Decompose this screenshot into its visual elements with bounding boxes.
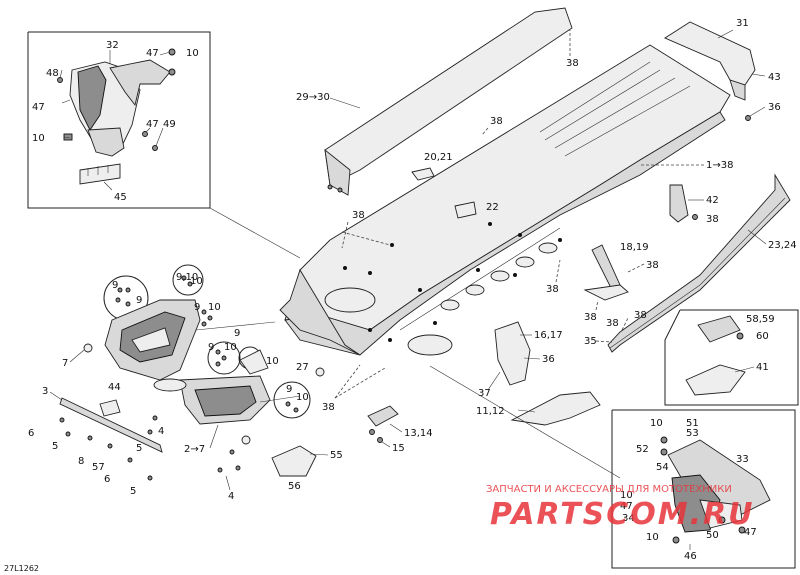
callout-29-30: 29→30 xyxy=(296,92,330,103)
callout-4: 4 xyxy=(158,426,164,437)
inset-rear-bracket-box xyxy=(611,409,796,569)
callout-16-17: 16,17 xyxy=(534,330,563,341)
inset-plate-box xyxy=(664,309,799,406)
callout-9: 9 xyxy=(112,280,118,291)
callout-23-24: 23,24 xyxy=(768,240,797,251)
callout-34: 34 xyxy=(622,513,635,524)
front-frame-assembly xyxy=(59,264,317,481)
callout-37: 37 xyxy=(478,388,491,399)
callout-10: 10 xyxy=(186,48,199,59)
callout-10: 10 xyxy=(32,133,45,144)
callout-3: 3 xyxy=(42,386,48,397)
callout-45: 45 xyxy=(114,192,127,203)
callout-7: 7 xyxy=(62,358,68,369)
callout-51: 51 xyxy=(686,418,699,429)
callout-32: 32 xyxy=(106,40,119,51)
callout-10: 10 xyxy=(650,418,663,429)
callout-38: 38 xyxy=(646,260,659,271)
callout-18-19: 18,19 xyxy=(620,242,649,253)
callout-5: 5 xyxy=(136,443,142,454)
callout-48: 48 xyxy=(46,68,59,79)
callout-8: 8 xyxy=(78,456,84,467)
callout-10: 10 xyxy=(296,392,309,403)
callout-38: 38 xyxy=(606,318,619,329)
callout-54: 54 xyxy=(656,462,669,473)
callout-42: 42 xyxy=(706,195,719,206)
callout-47: 47 xyxy=(146,48,159,59)
callout-57: 57 xyxy=(92,462,105,473)
tunnel-assembly xyxy=(279,7,756,356)
callout-56: 56 xyxy=(288,481,301,492)
callout-10: 10 xyxy=(646,532,659,543)
callout-41: 41 xyxy=(756,362,769,373)
callout-58-59: 58,59 xyxy=(746,314,775,325)
callout-10: 10 xyxy=(266,356,279,367)
callout-10: 10 xyxy=(208,302,221,313)
callout-52: 52 xyxy=(636,444,649,455)
callout-38: 38 xyxy=(546,284,559,295)
callout-55: 55 xyxy=(330,450,343,461)
callout-53: 53 xyxy=(686,428,699,439)
callout-31: 31 xyxy=(736,18,749,29)
callout-50: 50 xyxy=(706,530,719,541)
callout-11-12: 11,12 xyxy=(476,406,505,417)
callout-38: 38 xyxy=(584,312,597,323)
callout-9: 9 xyxy=(194,302,200,313)
callout-33: 33 xyxy=(736,454,749,465)
watermark-logo: PARTSCOM.RU xyxy=(490,497,755,532)
callout-9: 9 xyxy=(208,342,214,353)
callout-35: 35 xyxy=(584,336,597,347)
callout-38: 38 xyxy=(352,210,365,221)
callout-38: 38 xyxy=(566,58,579,69)
callout-9: 9 xyxy=(136,295,142,306)
callout-47: 47 xyxy=(620,501,633,512)
callout-4: 4 xyxy=(228,491,234,502)
callout-1-38: 1→38 xyxy=(706,160,733,171)
callout-10: 10 xyxy=(620,490,633,501)
callout-38: 38 xyxy=(490,116,503,127)
callout-9: 9 xyxy=(286,384,292,395)
figure-code: 27L1262 xyxy=(4,564,39,573)
callout-2-7: 2→7 xyxy=(184,444,205,455)
callout-47: 47 xyxy=(744,527,757,538)
callout-46: 46 xyxy=(684,551,697,562)
watermark-tagline: ЗАПЧАСТИ И АКСЕССУАРЫ ДЛЯ МОТОТЕХНИКИ xyxy=(486,484,732,495)
callout-10: 10 xyxy=(224,342,237,353)
callout-5: 5 xyxy=(130,486,136,497)
callout-60: 60 xyxy=(756,331,769,342)
callout-15: 15 xyxy=(392,443,405,454)
callout-38: 38 xyxy=(634,310,647,321)
callout-9: 9 xyxy=(234,328,240,339)
callout-5: 5 xyxy=(52,441,58,452)
callout-36: 36 xyxy=(768,102,781,113)
callout-9-10: 9,10 xyxy=(176,272,198,283)
callout-36: 36 xyxy=(542,354,555,365)
callout-6: 6 xyxy=(104,474,110,485)
callout-47: 47 xyxy=(146,119,159,130)
callout-22: 22 xyxy=(486,202,499,213)
callout-49: 49 xyxy=(163,119,176,130)
callout-13-14: 13,14 xyxy=(404,428,433,439)
callout-20-21: 20,21 xyxy=(424,152,453,163)
callout-38: 38 xyxy=(322,402,335,413)
callout-44: 44 xyxy=(108,382,121,393)
callout-27: 27 xyxy=(296,362,309,373)
callout-47: 47 xyxy=(32,102,45,113)
callout-38: 38 xyxy=(706,214,719,225)
inset-bracket-box xyxy=(27,31,211,209)
callout-43: 43 xyxy=(768,72,781,83)
callout-10: 10 xyxy=(190,276,203,287)
callout-6: 6 xyxy=(28,428,34,439)
